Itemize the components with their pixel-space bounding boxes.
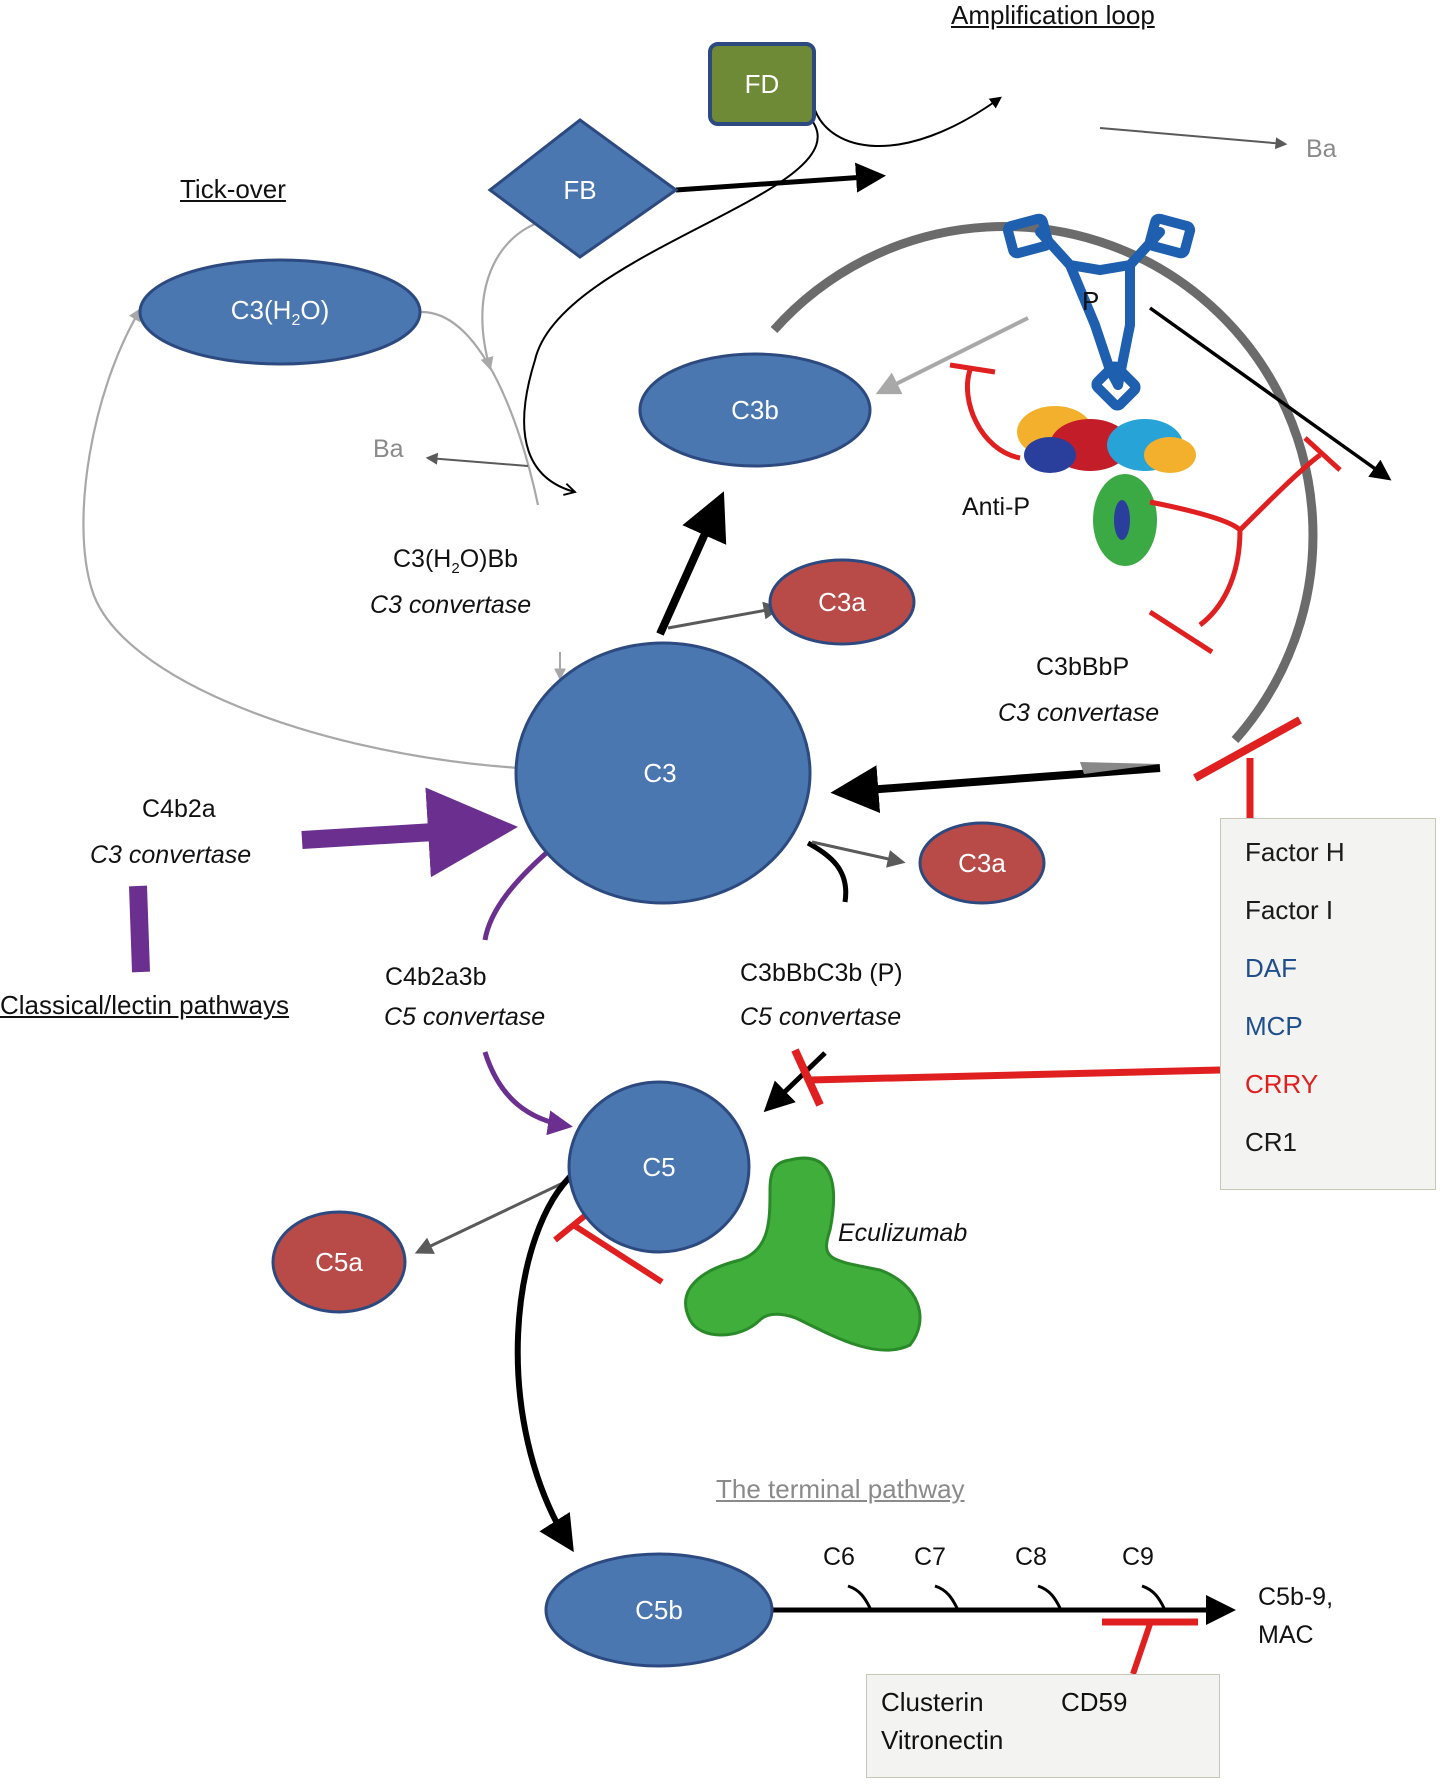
c3a-top-node: [768, 558, 916, 646]
mac-label-line2: MAC: [1258, 1621, 1314, 1649]
c6-label: C6: [823, 1543, 855, 1571]
c7-label: C7: [914, 1543, 946, 1571]
regulator-to-c5-inhibit: [809, 1066, 1221, 1084]
properdin-molecule: [1002, 213, 1196, 411]
loop-to-c3-arrow: [830, 764, 1161, 814]
anti-p-antibody: [1017, 406, 1196, 566]
ba-top-label: Ba: [1306, 135, 1337, 163]
fd-node: [708, 42, 816, 126]
eculizumab-inhibit: [573, 1223, 664, 1285]
c3a-right-node: [918, 821, 1046, 905]
fd-to-tickover-arrow: [523, 117, 819, 496]
amplification-loop-arc: [770, 222, 1318, 743]
c3b-label: C3b: [731, 395, 779, 425]
c5a-node: [271, 1210, 407, 1314]
c4b2a-to-c3-arrow: [301, 787, 518, 878]
classical-pathway-bar: [129, 885, 150, 973]
c3-node: [514, 641, 812, 905]
heading-terminal-pathway: The terminal pathway: [716, 1474, 965, 1504]
heading-classical-lectin: Classical/lectin pathways: [0, 990, 290, 1020]
regulators-box: Factor H Factor I DAF MCP CRRY CR1: [1220, 818, 1436, 1190]
c8-label: C8: [1015, 1543, 1047, 1571]
c3-to-c3a-right-arrow: [806, 840, 849, 903]
c3h2o-to-c3h2obb-curve: [419, 310, 540, 506]
fb-to-loop-arrow: [675, 162, 886, 193]
c5-convertase-label-1: C5 convertase: [384, 1003, 546, 1031]
properdin-to-loop-arrow: [1148, 306, 1392, 481]
properdin-label: P: [1082, 286, 1100, 316]
c4b2a-label: C4b2a: [142, 795, 216, 823]
c5-to-c5b-arrow: [514, 1169, 578, 1553]
c3-to-c3a-arrow: [667, 601, 782, 630]
fd-to-amplification-arrow: [814, 96, 1002, 147]
mac-label-line1: C5b-9,: [1258, 1583, 1334, 1611]
c3-convertase-label-1: C3 convertase: [370, 591, 532, 619]
cd59-label: CD59: [1061, 1687, 1128, 1717]
loop-to-ba-arrow: [1099, 127, 1288, 150]
c3a-right-label: C3a: [958, 848, 1006, 878]
terminal-regulators-box: Clusterin Vitronectin CD59: [866, 1674, 1220, 1778]
c3-convertase-label-3: C3 convertase: [90, 841, 252, 869]
properdin-to-c3b-arrow: [875, 316, 1029, 395]
c3a-top-label: C3a: [818, 587, 866, 617]
anti-p-inhibit-arc: [964, 369, 1021, 461]
c3-to-c3b-arrow: [656, 491, 727, 636]
c3bbbc3b-label: C3bBbC3b (P): [740, 959, 903, 987]
c3h2o-label: C3(H2O): [230, 294, 330, 330]
fb-node: [487, 118, 679, 259]
c9-label: C9: [1122, 1543, 1154, 1571]
c3-to-c3h2o-curve: [82, 307, 521, 770]
regulator-cr1: CR1: [1245, 1127, 1298, 1157]
fb-label: FB: [563, 175, 597, 205]
fd-label: FD: [744, 69, 780, 99]
regulator-mcp: MCP: [1245, 1011, 1303, 1041]
c3-to-c4b2a3b-curve: [482, 846, 554, 941]
c3h2obb-to-ba-arrow: [425, 452, 529, 467]
regulator-inhibit-branch: [1198, 529, 1243, 627]
regulator-daf: DAF: [1245, 953, 1297, 983]
fb-to-c3h2o-curve: [480, 220, 541, 371]
anti-p-label: Anti-P: [962, 493, 1031, 521]
c3h2obb-label: C3(H2O)Bb: [393, 545, 519, 577]
c5b-label: C5b: [635, 1595, 683, 1625]
heading-tick-over: Tick-over: [180, 174, 286, 204]
c4b2a3b-to-c5-arrow: [482, 1051, 573, 1136]
c3bbbp-label: C3bBbP: [1036, 653, 1130, 681]
c4b2a3b-label: C4b2a3b: [385, 963, 487, 991]
regulator-inhibit-fork: [1149, 453, 1322, 534]
regulator-factor-i: Factor I: [1245, 895, 1334, 925]
clusterin-label: Clusterin: [881, 1687, 984, 1717]
ba-left-label: Ba: [373, 435, 404, 463]
c3bbbc3b-to-c5-arrow: [763, 1051, 827, 1113]
eculizumab-antibody: [684, 1156, 922, 1352]
heading-amplification-loop: Amplification loop: [951, 0, 1155, 30]
c3h2o-node: [138, 258, 422, 366]
c5-node: [567, 1080, 751, 1254]
c3-convertase-label-2: C3 convertase: [998, 699, 1160, 727]
c3b-node: [638, 352, 872, 468]
c5-label: C5: [642, 1152, 676, 1182]
c3-label: C3: [643, 758, 677, 788]
regulator-factor-h: Factor H: [1245, 837, 1345, 867]
cd59-inhibit: [1130, 1623, 1153, 1675]
c5b-node: [544, 1552, 774, 1668]
c5-to-c5a-arrow: [414, 1180, 566, 1254]
c5-convertase-label-2: C5 convertase: [740, 1003, 902, 1031]
vitronectin-label: Vitronectin: [881, 1725, 1004, 1755]
c5a-label: C5a: [315, 1247, 363, 1277]
eculizumab-label: Eculizumab: [838, 1219, 968, 1247]
regulator-crry: CRRY: [1245, 1069, 1319, 1099]
